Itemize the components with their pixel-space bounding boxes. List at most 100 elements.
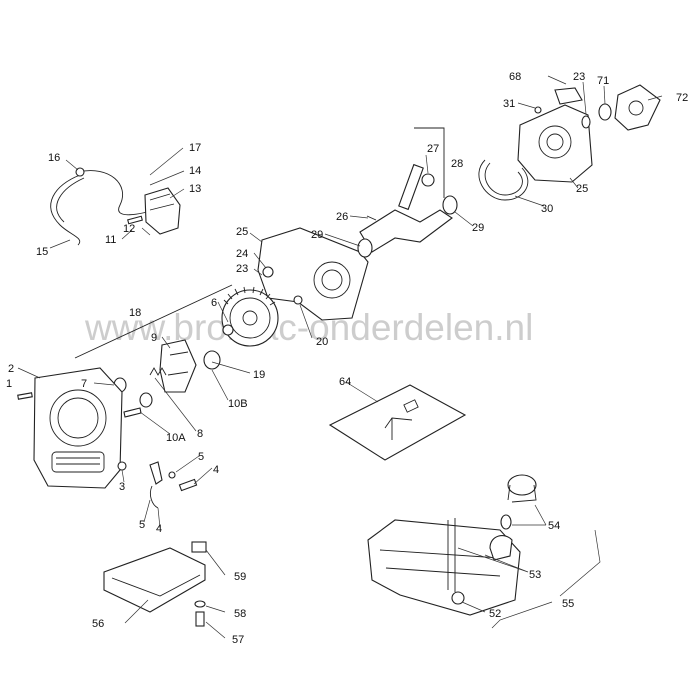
leader-lines [17,75,663,639]
label-57: 57 [232,634,244,646]
label-59: 59 [234,571,246,583]
bracket-line-28 [414,127,445,198]
ignition-coil [144,187,181,235]
ignition-wire [77,170,161,216]
screw-31 [534,106,542,114]
label-52: 52 [489,608,501,620]
label-7: 7 [81,378,87,390]
label-11: 11 [105,234,116,246]
switch-bracket [149,461,163,485]
bearing-71 [598,103,612,121]
label-53: 53 [529,569,541,581]
nut-3 [117,461,127,471]
fuel-hose-inner [56,177,85,223]
needle-bearing-27 [421,173,435,187]
screw-11 [127,215,143,225]
crankcase-bore [313,261,351,299]
label-29-right: 29 [472,222,484,234]
label-56: 56 [92,618,104,630]
assembly-line-18 [74,284,233,359]
washer-10b [139,392,153,408]
label-17: 17 [189,142,201,154]
clip-59 [191,541,207,553]
label-64: 64 [339,376,351,388]
ring-23-top [581,115,591,129]
fuel-tank [367,519,521,616]
bearing-24 [262,266,274,278]
label-58: 58 [234,608,246,620]
label-20: 20 [316,336,328,348]
screw-4 [178,478,198,492]
label-23: 23 [573,71,585,83]
label-4-top: 4 [213,464,219,476]
screw-57 [195,611,205,627]
label-1: 1 [6,378,12,390]
washer-58 [194,600,206,608]
label-8: 8 [197,428,203,440]
crankcase-right-bore [538,125,572,159]
label-26: 26 [336,211,348,223]
label-10b: 10B [228,398,248,410]
fuel-hose [50,174,81,246]
label-25-top: 25 [576,183,588,195]
label-13: 13 [189,183,201,195]
label-23-mid: 23 [236,263,248,275]
label-19: 19 [253,369,265,381]
nut-20 [293,295,303,305]
screw-1 [17,392,33,400]
label-2: 2 [8,363,14,375]
washer-19 [203,350,221,370]
fuel-filter-52 [451,591,465,605]
label-68: 68 [509,71,521,83]
clutch-shoe [159,339,197,393]
part-labels: 68 23 71 72 31 27 28 25 30 16 17 14 13 2… [6,71,688,646]
label-3: 3 [119,481,125,493]
label-28: 28 [451,158,463,170]
bearing-29-right [442,195,458,215]
label-29-left: 29 [311,229,323,241]
fuel-cap-54 [507,474,537,496]
fan-housing [33,367,123,489]
wire-5 [149,485,159,509]
label-55: 55 [562,598,574,610]
fuel-lines-53 [447,518,456,592]
bolt-10a [123,407,142,418]
washer-6 [222,324,234,336]
washer-5 [168,471,176,479]
crankcase-right [517,104,593,183]
label-6: 6 [211,297,217,309]
tank-neck [489,535,513,561]
cap-seal-54 [500,514,512,530]
ignition-coil-detail [149,193,175,211]
label-25-mid: 25 [236,226,248,238]
bracket-68 [554,87,583,105]
label-31: 31 [503,98,515,110]
label-54: 54 [548,520,560,532]
connecting-rod [398,163,424,211]
label-27: 27 [427,143,439,155]
retaining-ring-30 [478,159,529,201]
label-14: 14 [189,165,201,177]
bearing-29-left [357,238,373,258]
guard-plate-56 [103,547,206,613]
label-5-bottom: 5 [139,519,145,531]
label-5-top: 5 [198,451,204,463]
label-4-bottom: 4 [156,523,162,535]
label-18: 18 [129,307,141,319]
label-24: 24 [236,248,248,260]
manual-64 [328,384,467,461]
label-15: 15 [36,246,48,258]
label-30: 30 [541,203,553,215]
label-12: 12 [123,223,135,235]
key-26 [366,215,377,221]
label-10a: 10A [166,432,186,444]
cover-72 [614,84,661,131]
crankshaft [359,209,453,253]
label-9: 9 [151,332,157,344]
label-71: 71 [597,75,609,87]
label-16: 16 [48,152,60,164]
watermark: www.bromac-onderdelen.nl [84,307,533,348]
crankcase-left [257,227,369,321]
